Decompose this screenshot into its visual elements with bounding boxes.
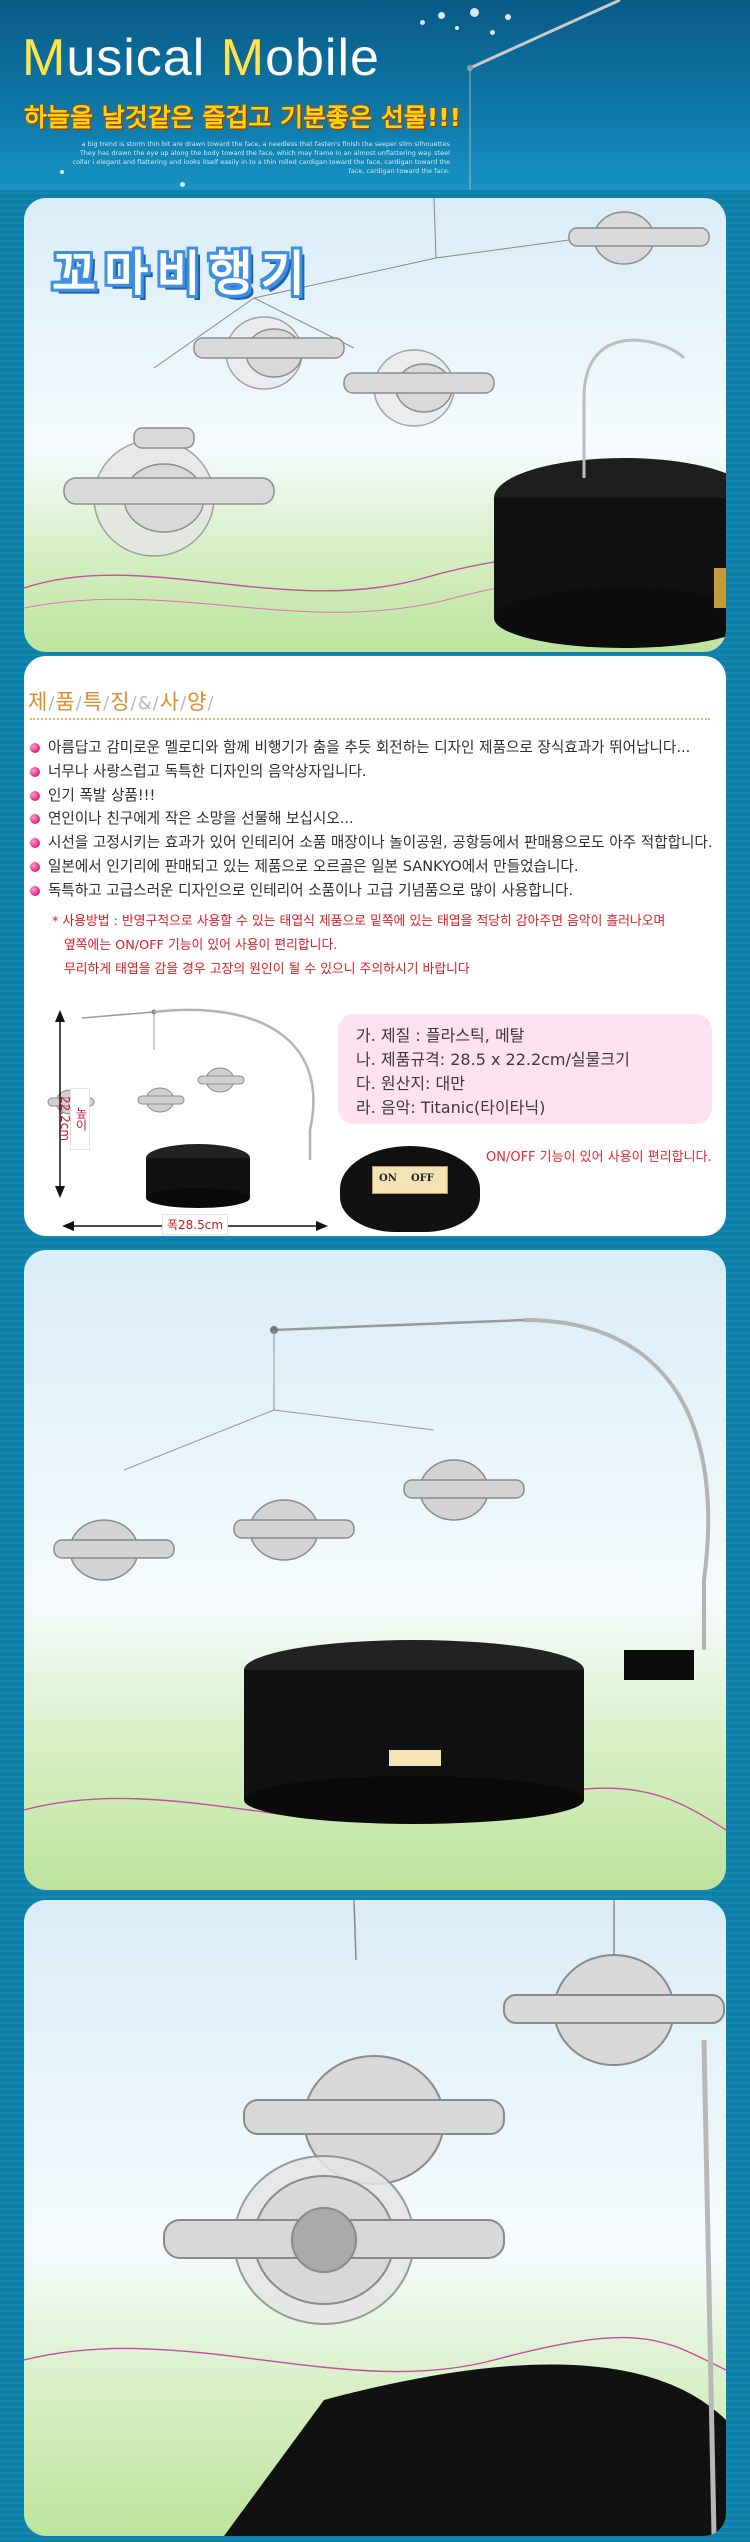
switch-on-label: ON xyxy=(379,1173,397,1184)
features-panel xyxy=(24,656,726,1236)
bullet-icon xyxy=(30,790,40,801)
usage-notes: * 사용방법 : 반영구적으로 사용할 수 있는 태엽식 제품으로 밑쪽에 있는… xyxy=(52,910,732,982)
height-dimension-label: 높이 22.2cm xyxy=(58,1088,90,1150)
spec-item: 다. 원산지: 대만 xyxy=(356,1074,465,1093)
note-line: * 사용방법 : 반영구적으로 사용할 수 있는 태엽식 제품으로 밑쪽에 있는… xyxy=(52,914,666,929)
note-line: 무리하게 태엽을 감을 경우 고장의 원인이 될 수 있으니 주의하시기 바랍니… xyxy=(64,962,470,977)
list-item: 일본에서 인기리에 판매되고 있는 제품으로 오르골은 일본 SANKYO에서 … xyxy=(30,855,730,879)
switch-off-label: OFF xyxy=(411,1173,434,1184)
bullet-icon xyxy=(30,838,40,849)
switch-note: ON/OFF 기능이 있어 사용이 편리합니다. xyxy=(486,1150,712,1165)
hero-panel: 꼬마비행기 xyxy=(24,198,726,652)
list-item: 시선을 고정시키는 효과가 있어 인테리어 소품 매장이나 놀이공원, 공항등에… xyxy=(30,831,730,855)
note-line: 옆쪽에는 ON/OFF 기능이 있어 사용이 편리합니다. xyxy=(64,938,338,953)
spec-box xyxy=(338,1014,712,1124)
product-photo-panel xyxy=(24,1250,726,1890)
decorative-wave xyxy=(24,198,726,648)
page-title: Musical Mobile xyxy=(22,29,380,87)
bullet-icon xyxy=(30,861,40,872)
features-divider xyxy=(30,718,710,720)
switch-closeup: ON OFF xyxy=(340,1146,480,1232)
feature-list: 아름답고 감미로운 멜로디와 함께 비행기가 춤을 추듯 회전하는 디자인 제품… xyxy=(30,736,730,903)
spec-item: 가. 제질 : 플라스틱, 메탈 xyxy=(356,1026,525,1045)
list-item: 연인이나 친구에게 작은 소망을 선물해 보십시오... xyxy=(30,807,730,831)
spec-item: 나. 제품규격: 28.5 x 22.2cm/실물크기 xyxy=(356,1050,630,1069)
bullet-icon xyxy=(30,743,40,753)
closeup-photo-planes xyxy=(24,1900,726,2536)
spec-item: 라. 음악: Titanic(타이타닉) xyxy=(356,1098,546,1117)
mobile-hanger-wire xyxy=(467,0,621,190)
bullet-icon xyxy=(30,814,40,825)
list-item: 독특하고 고급스러운 디자인으로 인테리어 소품이나 고급 기념품으로 많이 사… xyxy=(30,879,730,903)
list-item: 너무나 사랑스럽고 독특한 디자인의 음악상자입니다. xyxy=(30,760,730,784)
hero-title: 꼬마비행기 xyxy=(52,246,313,302)
features-heading: 제/품/특/징/&/사/양/ xyxy=(28,690,215,714)
tagline-text: a big trend is storm thin bit are drawn … xyxy=(72,140,450,175)
list-item: 아름답고 감미로운 멜로디와 함께 비행기가 춤을 추듯 회전하는 디자인 제품… xyxy=(30,736,730,760)
product-photo-mobile xyxy=(24,1318,726,1831)
slogan: 하늘을 날것같은 즐겁고 기분좋은 선물!!! xyxy=(24,103,462,132)
header-banner: Musical Mobile 하늘을 날것같은 즐겁고 기분좋은 선물!!! a… xyxy=(0,0,750,190)
list-item: 인기 폭발 상품!!! xyxy=(30,784,730,808)
bullet-icon xyxy=(30,885,40,896)
closeup-photo-panel xyxy=(24,1900,726,2536)
width-dimension-label: 폭28.5cm xyxy=(162,1214,229,1235)
switch-plate: ON OFF xyxy=(372,1166,448,1194)
bullet-icon xyxy=(30,766,40,777)
